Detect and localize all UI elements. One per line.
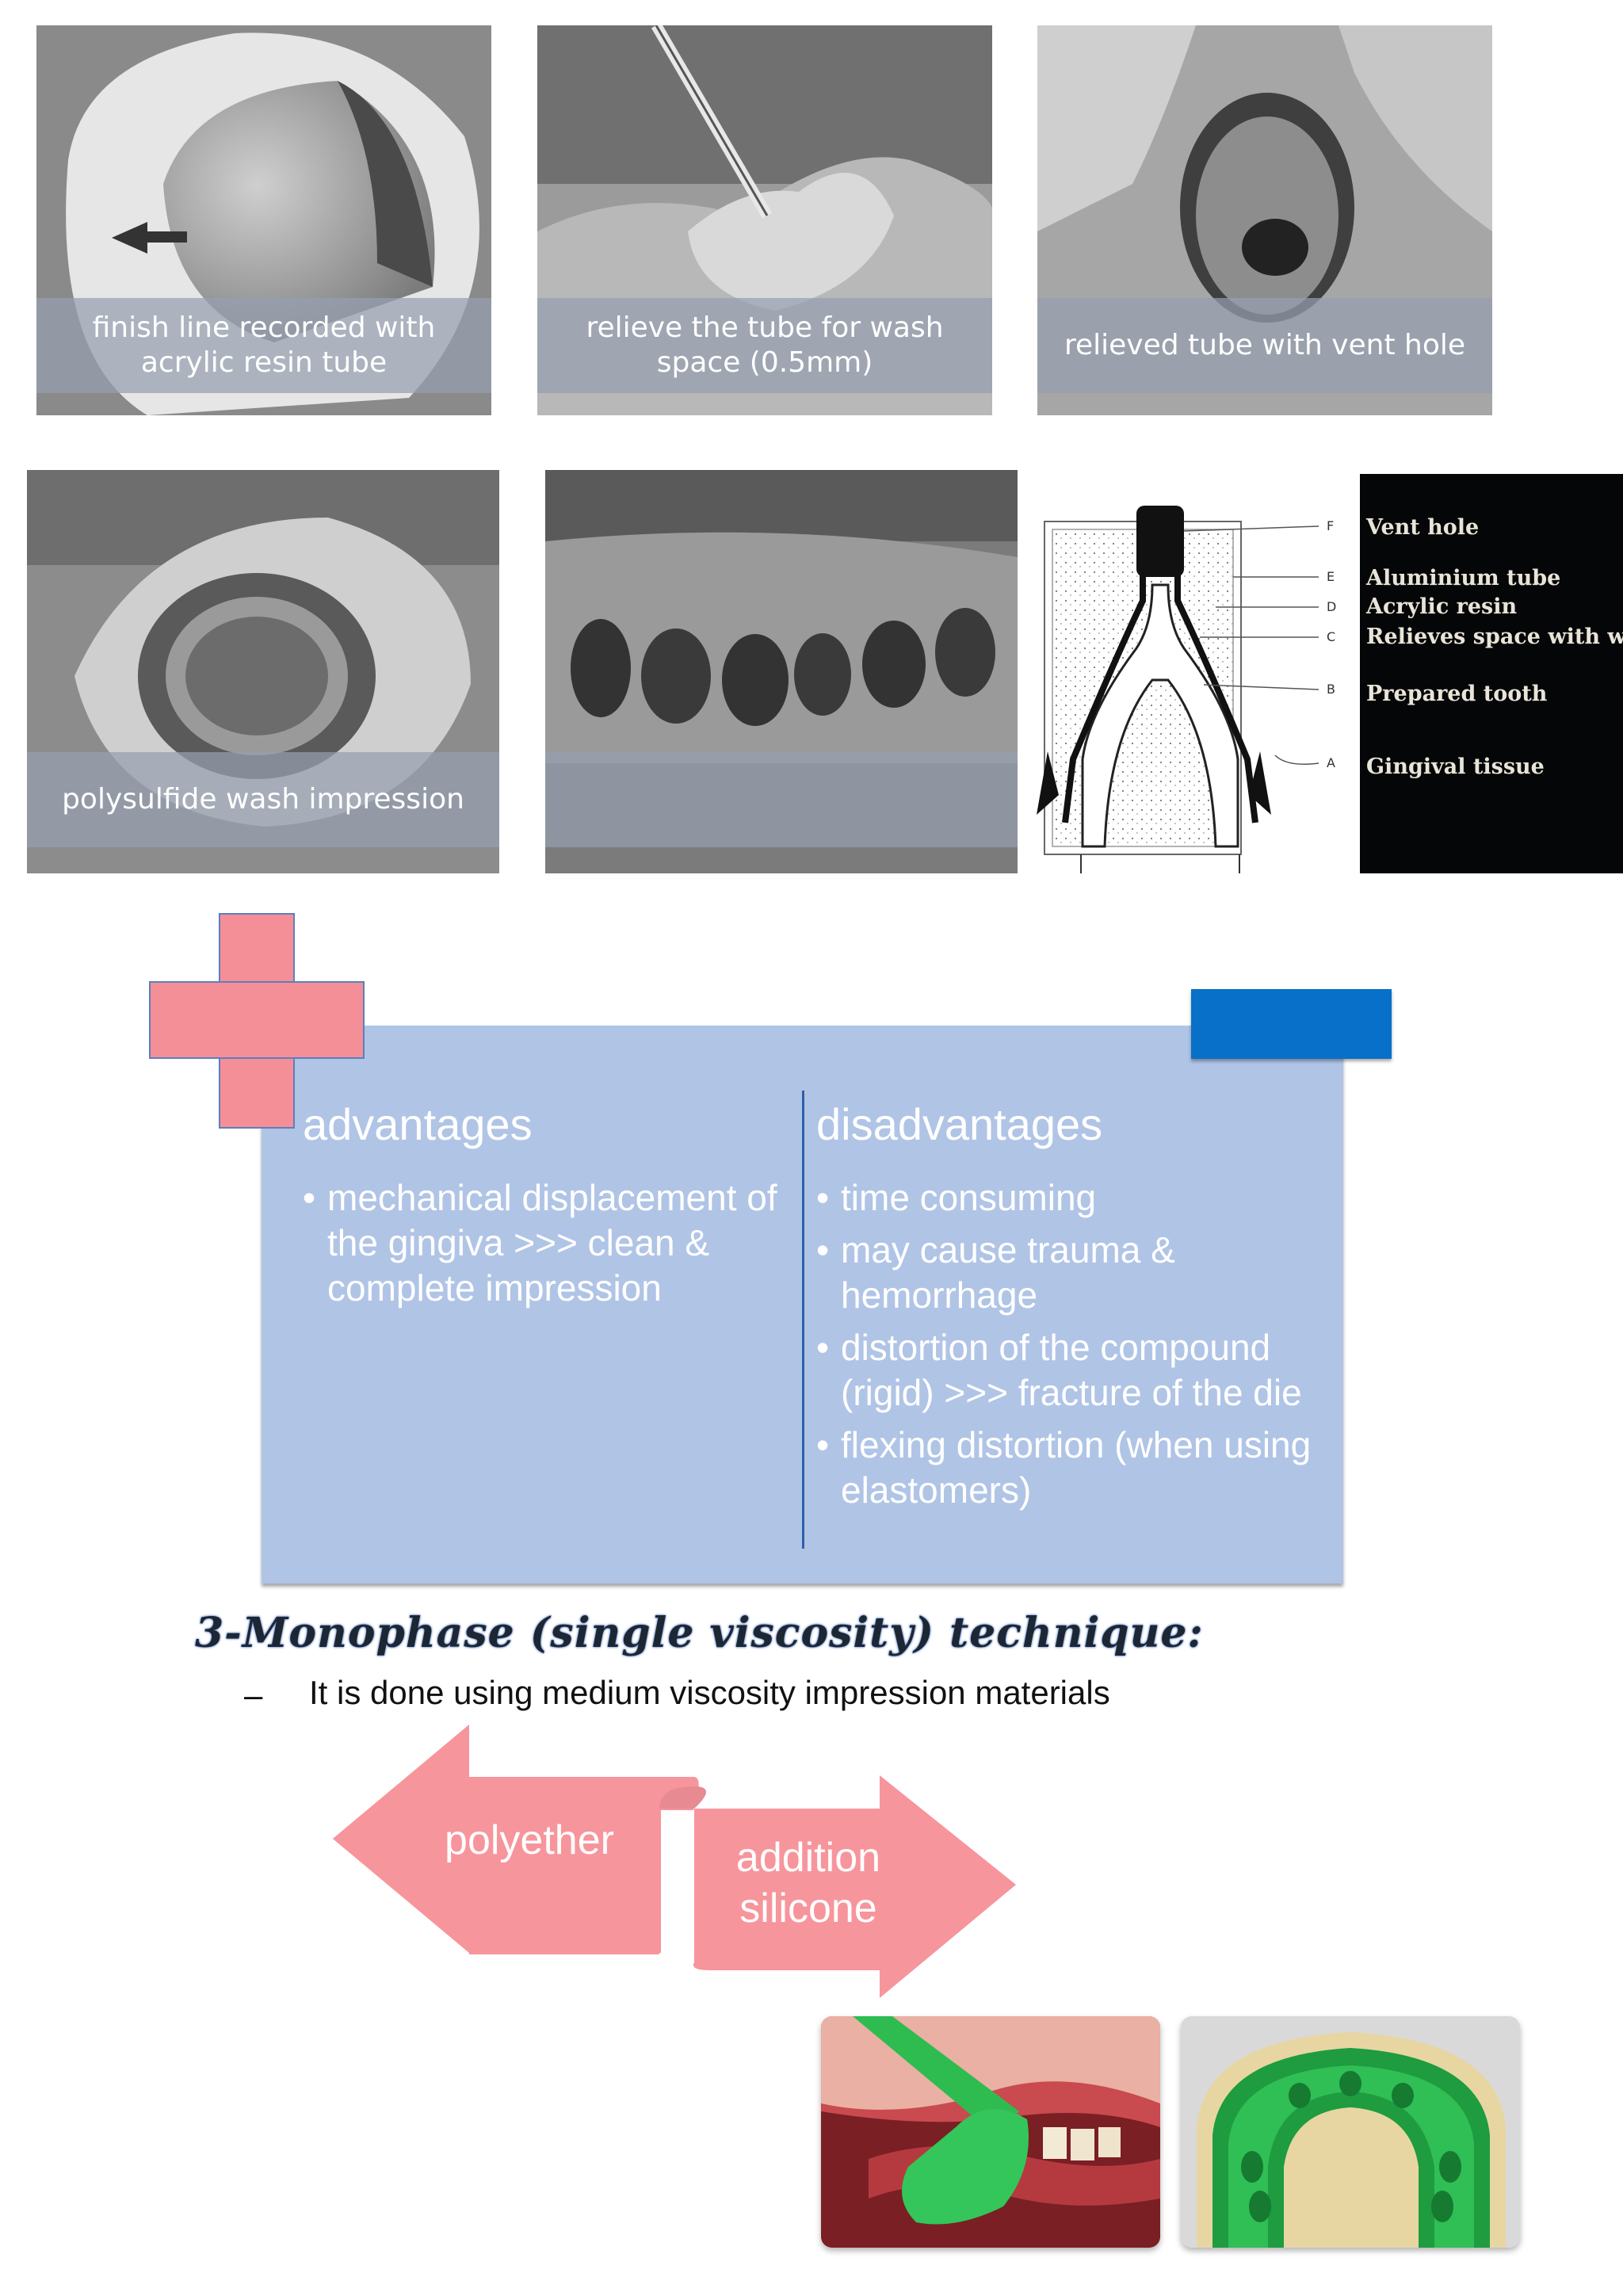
diagram-letter: D [1327, 599, 1336, 614]
plus-icon-center [220, 983, 290, 1054]
photo-acrylic-tube: finish line recorded with acrylic resin … [36, 25, 491, 415]
photo-caption: polysulfide wash impression [27, 752, 499, 847]
photo-caption [545, 752, 1018, 847]
dash-bullet: – [244, 1676, 263, 1713]
legend-item: Gingival tissue [1366, 755, 1545, 779]
list-item: distortion of the compound (rigid) >>> f… [816, 1325, 1323, 1415]
photo-vent-hole: relieved tube with vent hole [1037, 25, 1492, 415]
disadvantages-heading: disadvantages [816, 1099, 1103, 1149]
photo-caption: finish line recorded with acrylic resin … [36, 298, 491, 393]
photo-caption: relieved tube with vent hole [1037, 298, 1492, 393]
section-text: It is done using medium viscosity impres… [309, 1674, 1110, 1711]
advantages-list: mechanical displacement of the gingiva >… [303, 1175, 778, 1318]
legend-item: Prepared tooth [1366, 682, 1548, 706]
diagram-letter: B [1327, 682, 1335, 697]
list-item: may cause trauma & hemorrhage [816, 1228, 1323, 1318]
legend-item: Relieves space with wash [1366, 625, 1623, 649]
minus-icon [1191, 989, 1392, 1059]
diagram-legend: Vent hole Aluminium tube Acrylic resin R… [1360, 474, 1623, 873]
photo-tray-impression [545, 470, 1018, 873]
diagram-letter: E [1327, 569, 1335, 584]
photo-green-impression-tray [1181, 2016, 1520, 2248]
photo-polysulfide-impression: polysulfide wash impression [27, 470, 499, 873]
tube-impression-diagram: F E D C B A Vent hole Aluminium tube Acr… [1025, 474, 1623, 873]
photo-relieve-tube: relieve the tube for wash space (0.5mm) [537, 25, 992, 415]
disadvantages-list: time consuming may cause trauma & hemorr… [816, 1175, 1323, 1520]
list-item: flexing distortion (when using elastomer… [816, 1423, 1323, 1513]
arrow-label-polyether: polyether [445, 1817, 614, 1863]
legend-item: Acrylic resin [1366, 594, 1518, 619]
list-item: time consuming [816, 1175, 1323, 1221]
diagram-letter: F [1327, 518, 1334, 533]
legend-item: Aluminium tube [1366, 566, 1561, 590]
double-arrow-graphic [333, 1725, 1016, 1998]
diagram-letter: A [1327, 755, 1335, 770]
photo-caption: relieve the tube for wash space (0.5mm) [537, 298, 992, 393]
section-heading: 3-Monophase (single viscosity) technique… [195, 1609, 1204, 1657]
diagram-letter: C [1327, 629, 1335, 644]
advantages-heading: advantages [303, 1099, 533, 1149]
arrow-label-addition-silicone: addition silicone [735, 1835, 881, 1931]
legend-item: Vent hole [1366, 515, 1480, 540]
photo-intraoral-syringe [821, 2016, 1160, 2248]
column-divider [802, 1091, 804, 1549]
list-item: mechanical displacement of the gingiva >… [303, 1175, 778, 1311]
